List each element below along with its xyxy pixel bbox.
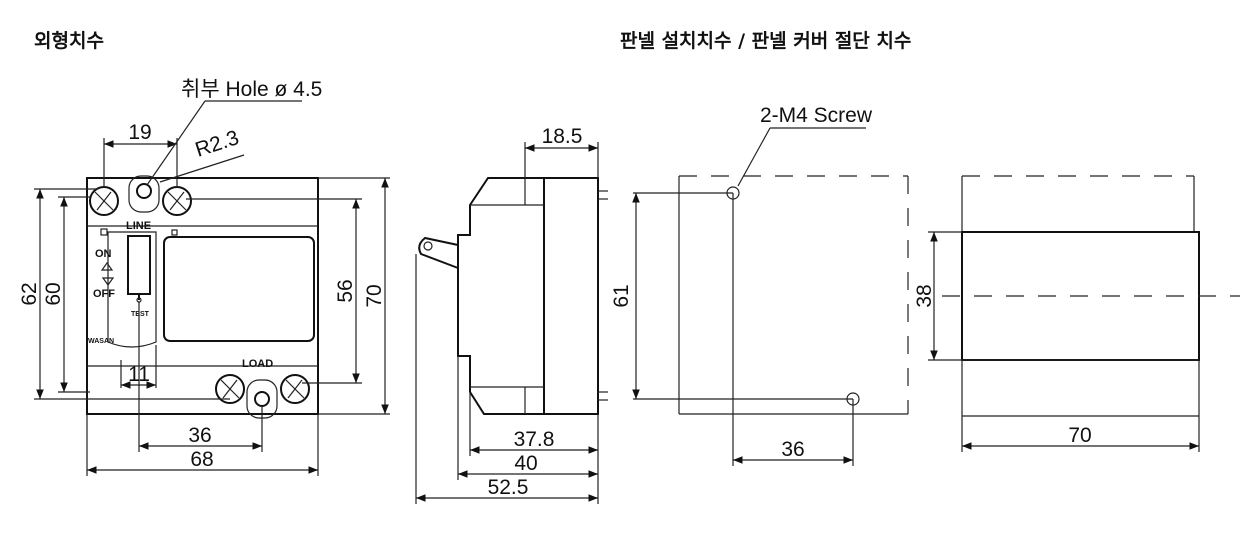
dim-38: 38 [913, 284, 936, 307]
screw-top-right [162, 186, 192, 216]
on-label: ON [95, 248, 112, 260]
dim-19: 19 [128, 121, 151, 144]
hole-callout: 취부 Hole ø 4.5 [181, 78, 322, 101]
switch-panel [107, 231, 157, 348]
front-view: ON OFF TEST WASAN LINE LOAD [18, 78, 390, 476]
side-lever [418, 236, 459, 269]
dim-56: 56 [334, 279, 357, 302]
dim-11: 11 [128, 363, 150, 386]
screw-callout: 2-M4 Screw [760, 104, 873, 127]
dim-70-horizontal: 70 [1068, 424, 1091, 447]
test-label: TEST [131, 311, 150, 318]
load-label: LOAD [242, 358, 273, 370]
dim-36-panel: 36 [781, 438, 804, 461]
dim-62: 62 [18, 282, 41, 305]
panel-cover-cut-view: 38 70 [913, 175, 1240, 452]
mounting-hole-top [136, 183, 152, 199]
dim-18-5: 18.5 [542, 125, 583, 148]
dim-61: 61 [610, 284, 633, 307]
dim-37-8: 37.8 [514, 428, 555, 451]
screw-top-left [89, 186, 119, 216]
panel-dimensions-title: 판넬 설치치수 / 판넬 커버 절단 치수 [620, 30, 912, 52]
dim-40: 40 [514, 452, 537, 475]
dim-36-front: 36 [188, 424, 211, 447]
dim-70-vertical: 70 [363, 284, 386, 307]
switch-lever [127, 235, 151, 295]
brand-label: WASAN [88, 338, 114, 345]
mounting-hole-bottom [254, 391, 270, 407]
dim-52-5: 52.5 [488, 476, 529, 499]
screw-bottom-right [280, 374, 310, 404]
line-label: LINE [126, 220, 151, 232]
dim-68: 68 [190, 448, 213, 471]
front-body-outline [86, 177, 319, 415]
panel-mounting-view: 61 36 2-M4 Screw [610, 104, 909, 466]
display-window [163, 236, 315, 342]
side-view: 18.5 37.8 40 52.5 [415, 125, 608, 504]
screw-bottom-left [215, 374, 245, 404]
radius-callout: R2.3 [192, 126, 241, 162]
off-label: OFF [93, 288, 115, 300]
side-profile [457, 177, 544, 415]
dim-60: 60 [42, 282, 65, 305]
outer-dimensions-title: 외형치수 [34, 30, 104, 52]
side-body [543, 177, 599, 415]
